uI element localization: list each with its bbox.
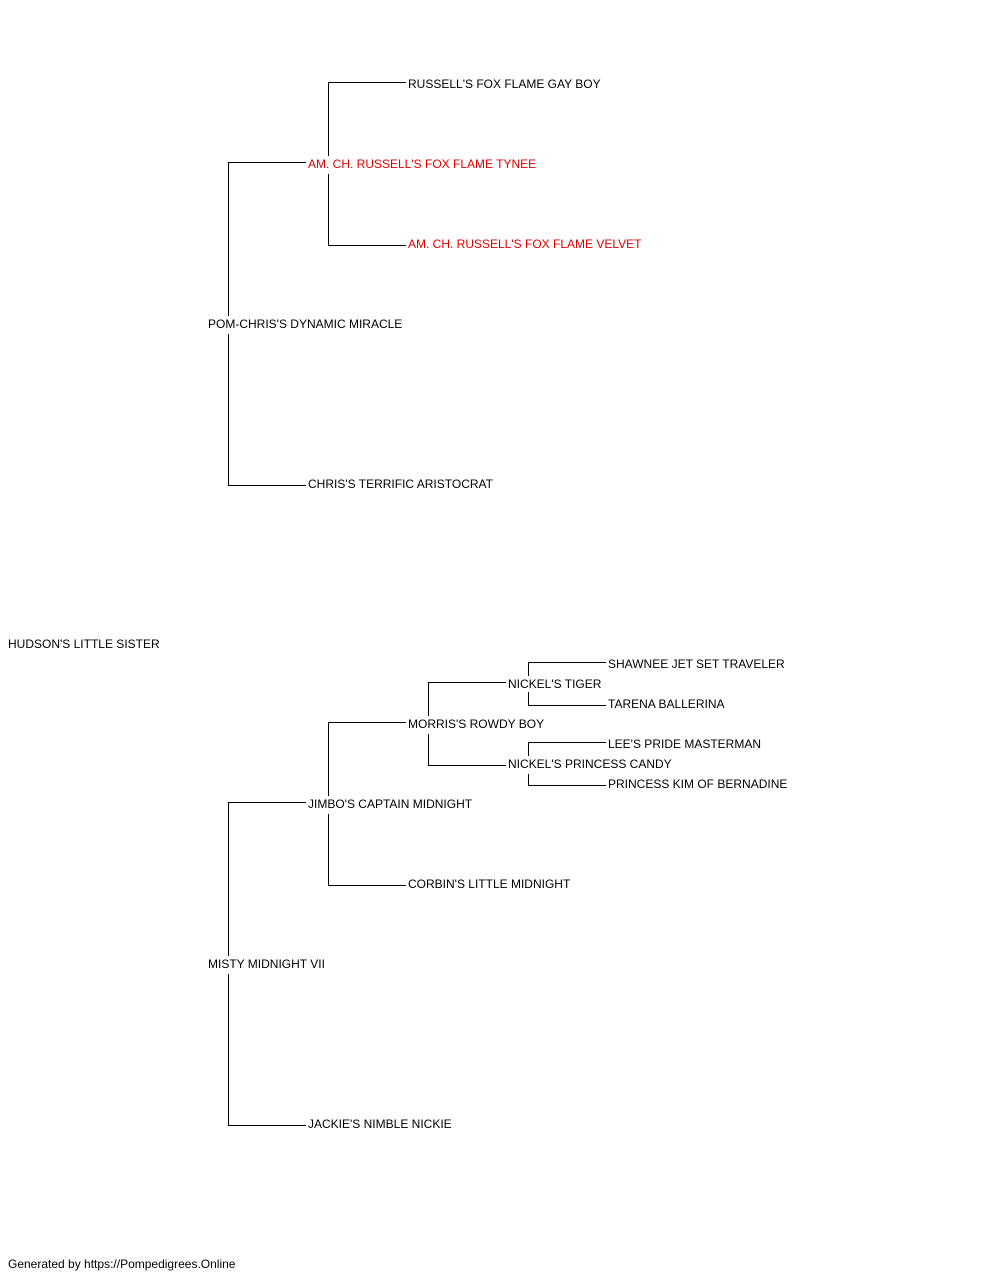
connector-jimbo-to-morris	[328, 722, 406, 796]
sire-sire-name: AM. CH. RUSSELL'S FOX FLAME TYNEE	[308, 157, 537, 171]
dam-sire-sire-sire-name: NICKEL'S TIGER	[508, 677, 602, 691]
dam-sire-name: JIMBO'S CAPTAIN MIDNIGHT	[308, 797, 473, 811]
connector-morris-to-tiger	[428, 682, 506, 716]
dam-sire-sire-dam-dam-name: PRINCESS KIM OF BERNADINE	[608, 777, 788, 791]
connector-sire-to-sire-dam	[228, 334, 306, 486]
connector-sire-sire-to-velvet	[328, 174, 406, 246]
dam-sire-sire-sire-sire-name: SHAWNEE JET SET TRAVELER	[608, 657, 785, 671]
connector-candy-to-kim	[528, 774, 606, 786]
connector-jimbo-to-corbin	[328, 814, 406, 886]
connector-dam-to-jackie	[228, 974, 306, 1126]
sire-sire-sire-name: RUSSELL'S FOX FLAME GAY BOY	[408, 77, 601, 91]
sire-dam-name: CHRIS'S TERRIFIC ARISTOCRAT	[308, 477, 493, 491]
connector-sire-sire-to-gayboy	[328, 82, 406, 156]
generator-footer: Generated by https://Pompedigrees.Online	[8, 1257, 236, 1271]
dam-name: MISTY MIDNIGHT VII	[208, 957, 325, 971]
dam-sire-sire-sire-dam-name: TARENA BALLERINA	[608, 697, 725, 711]
dam-sire-sire-dam-sire-name: LEE'S PRIDE MASTERMAN	[608, 737, 761, 751]
subject-name: HUDSON'S LITTLE SISTER	[8, 637, 160, 651]
dam-sire-sire-dam-name: NICKEL'S PRINCESS CANDY	[508, 757, 672, 771]
dam-sire-sire-name: MORRIS'S ROWDY BOY	[408, 717, 545, 731]
sire-sire-dam-name: AM. CH. RUSSELL'S FOX FLAME VELVET	[408, 237, 642, 251]
connector-sire-to-sire-sire	[228, 162, 306, 316]
connector-dam-to-jimbo	[228, 802, 306, 956]
connector-tiger-to-shawnee	[528, 662, 606, 676]
dam-dam-name: JACKIE'S NIMBLE NICKIE	[308, 1117, 452, 1131]
sire-name: POM-CHRIS'S DYNAMIC MIRACLE	[208, 317, 403, 331]
connector-tiger-to-tarena	[528, 692, 606, 706]
connector-candy-to-lee	[528, 742, 606, 756]
dam-sire-dam-name: CORBIN'S LITTLE MIDNIGHT	[408, 877, 571, 891]
connector-morris-to-candy	[428, 734, 506, 766]
